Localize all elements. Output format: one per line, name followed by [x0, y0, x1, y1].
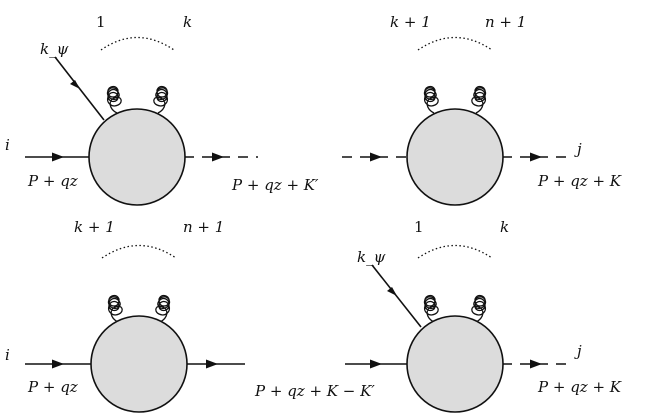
hadronic-blob — [406, 108, 504, 206]
gluon-line-right — [471, 294, 487, 323]
incoming-index-label: i — [5, 346, 10, 364]
diagram-top-left: 1 k k_ψ i P + qz — [5, 13, 258, 206]
arrow-icon — [70, 80, 80, 89]
gluon-left-label: k + 1 — [74, 218, 115, 236]
arrow-icon — [370, 359, 382, 369]
incoming-momentum-label: P + qz + K′ — [231, 176, 319, 194]
gluon-line-left — [107, 294, 123, 323]
gluon-line-left — [106, 85, 122, 114]
outgoing-index-label: j — [574, 342, 582, 360]
outgoing-index-label: j — [574, 140, 582, 158]
arrow-icon — [206, 359, 218, 369]
hadronic-blob — [90, 315, 188, 413]
spectator-line — [371, 264, 422, 328]
gluon-left-label: 1 — [96, 13, 106, 31]
arrow-icon — [370, 152, 382, 162]
dotted-arc — [417, 36, 493, 51]
hadronic-blob — [88, 108, 186, 206]
gluon-line-right — [471, 85, 487, 114]
gluon-right-label: k — [500, 218, 509, 236]
gluon-line-left — [423, 294, 439, 323]
incoming-momentum-label: P + qz — [27, 172, 78, 190]
arrow-icon — [52, 152, 64, 162]
dotted-arc — [101, 244, 177, 259]
arrow-icon — [387, 287, 397, 296]
dotted-arc — [100, 36, 175, 51]
outgoing-momentum-label: P + qz + K — [537, 378, 622, 396]
gluon-right-label: n + 1 — [183, 218, 224, 236]
incoming-momentum-label: P + qz — [27, 378, 78, 396]
dotted-arc — [417, 244, 493, 259]
diagram-top-right: k + 1 n + 1 P + qz + K′ j P + qz + K — [231, 13, 622, 206]
arrow-icon — [530, 359, 542, 369]
arrow-icon — [530, 152, 542, 162]
spectator-label: k_ψ — [40, 40, 69, 58]
gluon-right-label: n + 1 — [485, 13, 526, 31]
diagram-bottom-right: 1 k k_ψ P + qz + K − K′ j P + qz + K — [254, 218, 622, 413]
gluon-right-label: k — [183, 13, 192, 31]
gluon-line-left — [423, 85, 439, 114]
spectator-label: k_ψ — [357, 248, 386, 266]
arrow-icon — [52, 359, 64, 369]
incoming-index-label: i — [5, 136, 10, 154]
gluon-line-right — [155, 294, 171, 323]
incoming-momentum-label: P + qz + K − K′ — [254, 382, 375, 400]
arrow-icon — [212, 152, 224, 162]
outgoing-momentum-label: P + qz + K — [537, 172, 622, 190]
gluon-left-label: 1 — [414, 218, 424, 236]
gluon-left-label: k + 1 — [390, 13, 431, 31]
diagram-bottom-left: k + 1 n + 1 i P + qz — [5, 218, 245, 413]
gluon-line-right — [153, 85, 169, 114]
hadronic-blob — [406, 315, 504, 413]
